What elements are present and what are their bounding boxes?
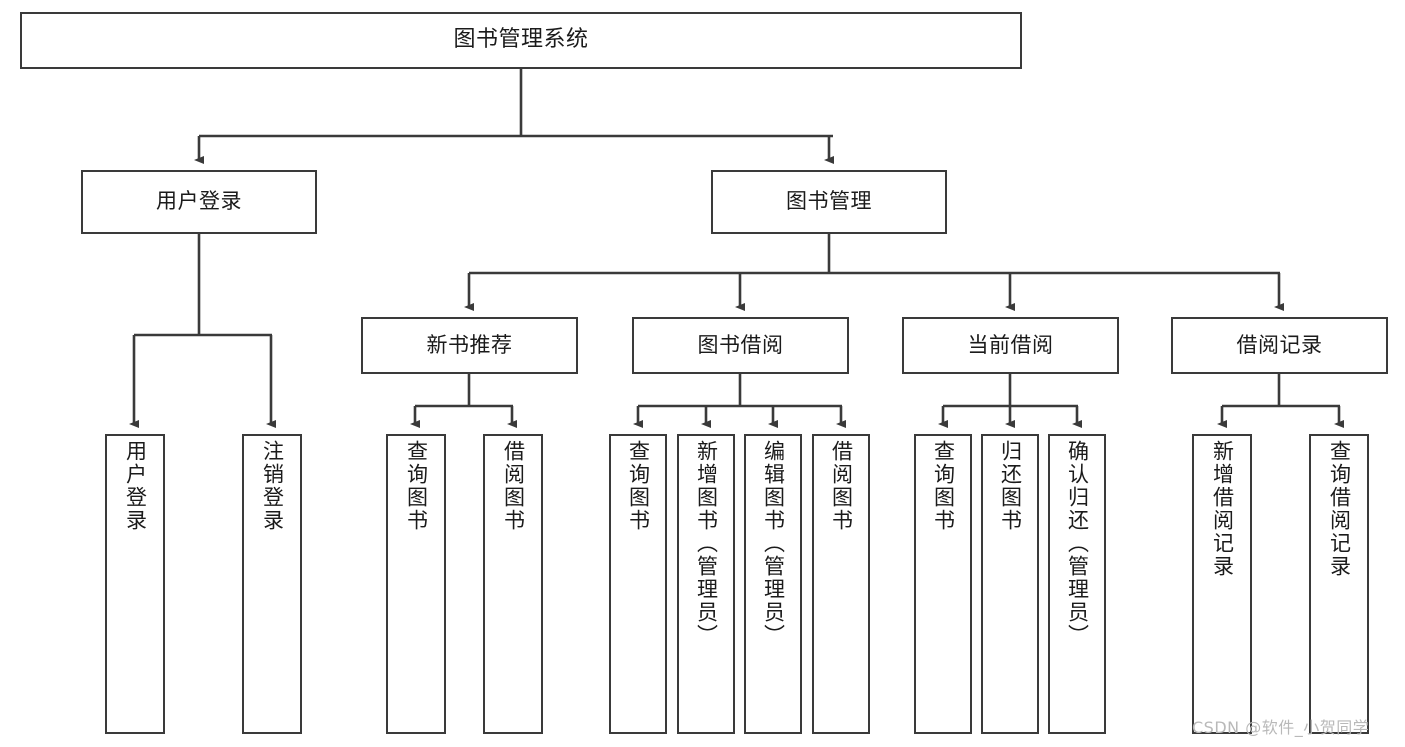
- node-new-book-recommendation-label: 新书推荐: [426, 332, 513, 357]
- node-borrowing-record[interactable]: 借阅记录: [1171, 317, 1388, 374]
- node-leaf-logout-label: 注销登录: [260, 440, 285, 532]
- node-leaf-logout[interactable]: 注销登录: [242, 434, 302, 734]
- node-leaf-query-book-3-label: 查询图书: [931, 440, 956, 532]
- node-book-borrowing[interactable]: 图书借阅: [632, 317, 849, 374]
- node-leaf-return-book[interactable]: 归还图书: [981, 434, 1039, 734]
- node-book-borrowing-label: 图书借阅: [697, 332, 784, 357]
- node-leaf-add-record[interactable]: 新增借阅记录: [1192, 434, 1252, 734]
- node-leaf-query-book-2-label: 查询图书: [626, 440, 651, 532]
- node-current-borrowing[interactable]: 当前借阅: [902, 317, 1119, 374]
- node-current-borrowing-label: 当前借阅: [967, 332, 1054, 357]
- node-leaf-borrow-book-2[interactable]: 借阅图书: [812, 434, 870, 734]
- node-leaf-confirm-return[interactable]: 确认归还（管理员）: [1048, 434, 1106, 734]
- node-leaf-add-record-label: 新增借阅记录: [1210, 440, 1235, 578]
- node-leaf-query-book-2[interactable]: 查询图书: [609, 434, 667, 734]
- node-leaf-borrow-book-1[interactable]: 借阅图书: [483, 434, 543, 734]
- node-leaf-borrow-book-1-label: 借阅图书: [501, 440, 526, 532]
- node-leaf-edit-book[interactable]: 编辑图书（管理员）: [744, 434, 802, 734]
- node-leaf-add-book-label: 新增图书（管理员）: [694, 440, 719, 647]
- node-user-login-label: 用户登录: [156, 189, 242, 214]
- node-leaf-query-book-1[interactable]: 查询图书: [386, 434, 446, 734]
- node-leaf-query-record-label: 查询借阅记录: [1327, 440, 1352, 578]
- node-leaf-confirm-return-label: 确认归还（管理员）: [1065, 440, 1090, 647]
- node-user-login[interactable]: 用户登录: [81, 170, 317, 234]
- node-leaf-return-book-label: 归还图书: [998, 440, 1023, 532]
- node-borrowing-record-label: 借阅记录: [1236, 332, 1323, 357]
- watermark: CSDN @软件_小贺同学: [1192, 718, 1370, 737]
- node-root-label: 图书管理系统: [453, 27, 589, 53]
- node-leaf-query-record[interactable]: 查询借阅记录: [1309, 434, 1369, 734]
- node-leaf-query-book-1-label: 查询图书: [404, 440, 429, 532]
- node-leaf-query-book-3[interactable]: 查询图书: [914, 434, 972, 734]
- node-book-management-label: 图书管理: [786, 189, 872, 214]
- node-leaf-user-login[interactable]: 用户登录: [105, 434, 165, 734]
- node-leaf-edit-book-label: 编辑图书（管理员）: [761, 440, 786, 647]
- node-leaf-add-book[interactable]: 新增图书（管理员）: [677, 434, 735, 734]
- node-leaf-user-login-label: 用户登录: [123, 440, 148, 532]
- node-book-management[interactable]: 图书管理: [711, 170, 947, 234]
- node-leaf-borrow-book-2-label: 借阅图书: [829, 440, 854, 532]
- node-root[interactable]: 图书管理系统: [20, 12, 1022, 69]
- node-new-book-recommendation[interactable]: 新书推荐: [361, 317, 578, 374]
